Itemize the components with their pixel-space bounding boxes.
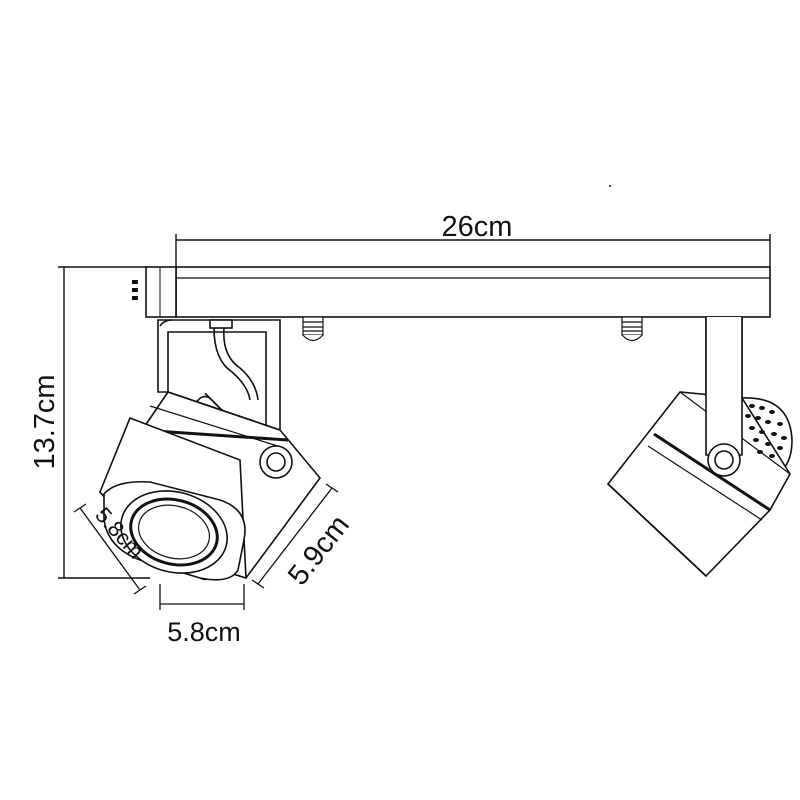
head-bottom-label: 5.8cm — [167, 617, 241, 647]
width-dimension — [175, 234, 771, 268]
width-label: 26cm — [442, 211, 513, 243]
height-label: 13.7cm — [29, 374, 61, 469]
head-depth-label: 5.9cm — [282, 509, 356, 591]
mounting-bar — [145, 266, 771, 318]
height-dimension — [58, 266, 150, 579]
end-cap-screws — [132, 280, 138, 300]
screw-right — [621, 316, 643, 342]
head-bottom-dimension — [159, 584, 245, 610]
head-depth-dimension — [251, 483, 339, 589]
stray-dot — [609, 185, 611, 187]
left-spotlight — [98, 319, 322, 581]
screw-left — [302, 316, 324, 342]
vent-holes — [745, 404, 787, 458]
right-spotlight — [606, 316, 793, 578]
head-side-dimension — [73, 503, 147, 595]
